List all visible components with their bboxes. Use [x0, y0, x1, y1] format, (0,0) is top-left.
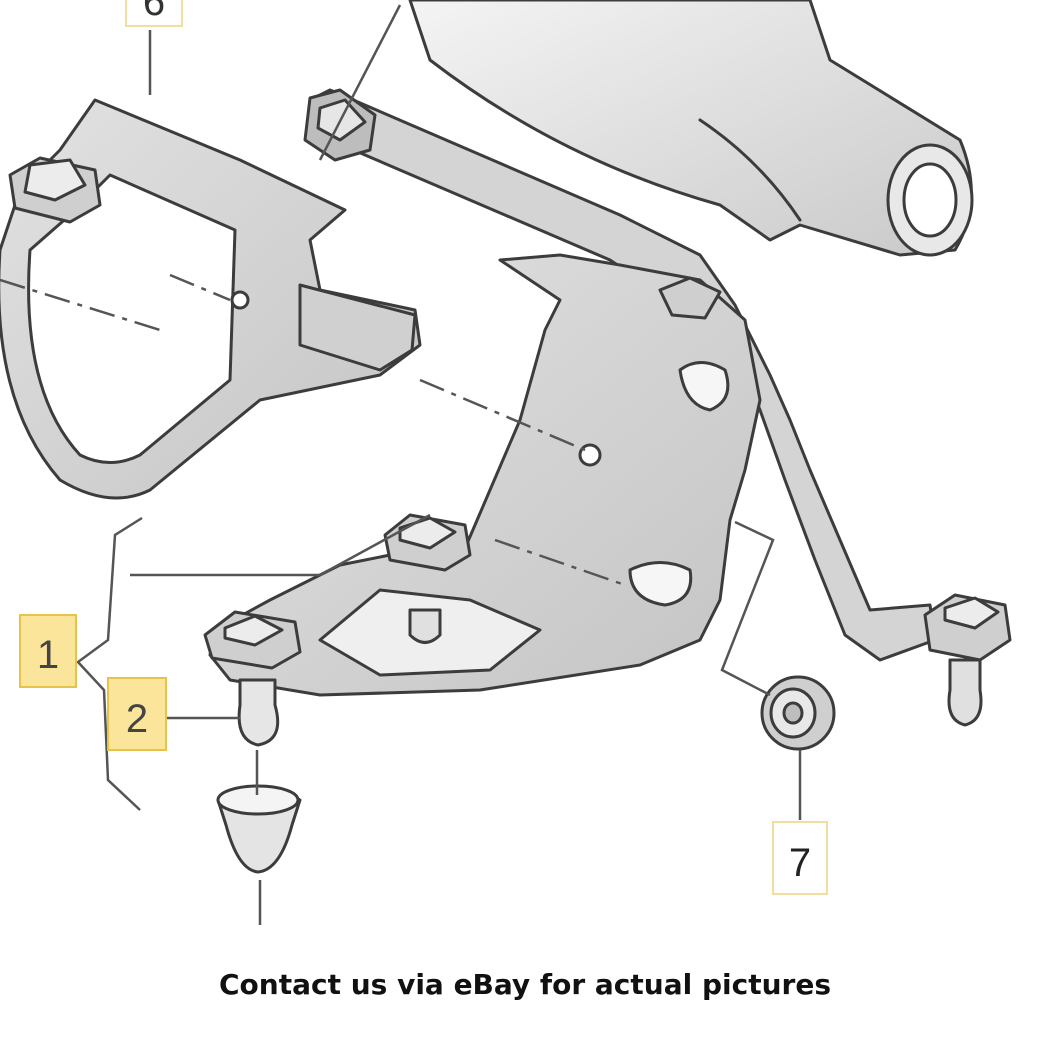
callout-1: 1: [19, 614, 77, 688]
callout-7-label: 7: [789, 841, 811, 885]
callout-2-label: 2: [126, 697, 148, 741]
callout-6-label: 6: [143, 0, 165, 24]
column-tube: [408, 0, 974, 257]
caption-text: Contact us via eBay for actual pictures: [219, 968, 831, 1001]
leader-lines: [0, 4, 802, 925]
left-stud-grommet: [216, 678, 302, 874]
right-mount-stud: [923, 593, 1012, 727]
flange-nut: [760, 675, 836, 751]
callout-1-label: 1: [37, 633, 59, 677]
callout-2: 2: [107, 677, 167, 751]
clamp-bracket: [0, 98, 422, 500]
callout-7: 7: [772, 821, 828, 895]
callout-6: 6: [125, 0, 183, 27]
